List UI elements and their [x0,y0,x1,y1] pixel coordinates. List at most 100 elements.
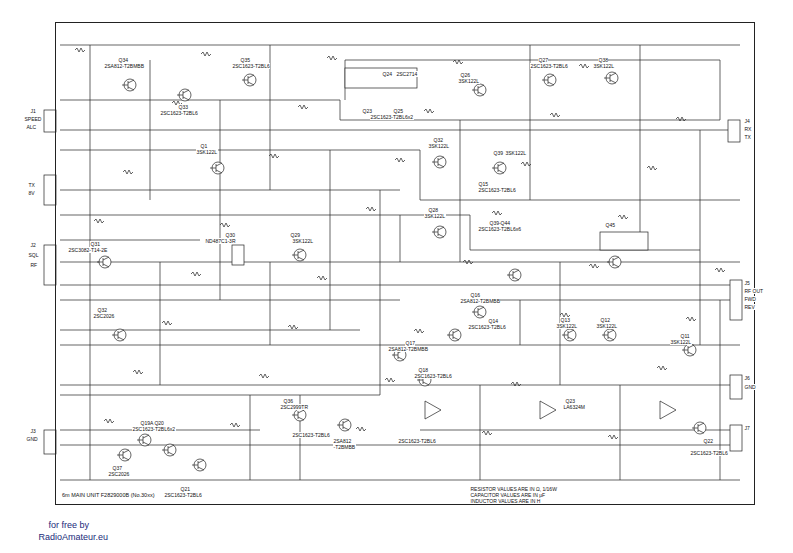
part-label: 2SC1623-T2BL6 [164,492,202,498]
resistor-symbol [133,370,143,374]
transistor-symbol [472,84,486,96]
part-label: 2SC2026 [93,313,115,319]
transistor-symbol [192,459,206,471]
resistor-symbol [676,117,686,121]
part-label: 3SK122L [505,150,527,156]
wire [60,385,740,386]
part-label: J5 [744,280,750,286]
opamp-symbol [660,401,676,419]
part-label: J2 [30,242,36,248]
part-label: 3SK122L [556,323,578,329]
wire [60,285,420,286]
part-label: 2SA812-T2BMBB [388,346,428,352]
wire [270,262,271,345]
transistor-symbol [112,329,126,341]
resistor-symbol [424,109,434,113]
part-label: 2SC1623-T2BL6 [292,432,330,438]
part-label: SQL [28,252,39,258]
resistor-symbol [618,215,628,219]
wire [250,395,251,480]
transistor-symbol [162,444,176,456]
resistor-symbol [317,276,327,280]
resistor-symbol [492,211,502,215]
resistor-symbol [162,321,172,325]
part-label: REV [744,304,755,310]
part-label: Q22 [703,438,713,444]
wire [60,300,400,301]
part-label: 3SK122L [458,78,480,84]
part-label: 2SC1623-T2BL6 [398,438,436,444]
wire [520,300,521,345]
transistor-symbol [432,156,446,168]
part-label: J1 [30,108,36,114]
part-label: ALC [26,124,37,130]
part-label: Q39 [493,150,503,156]
part-label: 2SC1623-T2BL6 [232,63,270,69]
part-label: 2SC2999TR [280,404,309,410]
part-label: ND487C1-3R [205,238,236,244]
part-label: 3SK122L [424,213,446,219]
component-box [730,280,742,320]
wire [60,330,360,331]
part-label: 3SK122L [196,149,218,155]
wire [720,60,721,120]
transistor-symbol [122,79,136,91]
resistor-symbol [123,170,133,174]
resistor-symbol [191,272,201,276]
part-label: Q24 [382,71,392,77]
part-label: 2SC2714 [396,71,418,77]
part-label: LA6324M [563,404,585,410]
part-label: 2SA812-T2BMBB [460,298,500,304]
resistor-symbol [298,105,308,109]
resistor-symbol [259,374,269,378]
component-box [730,375,742,399]
wire [640,45,641,250]
component-box [728,120,740,142]
component-box [232,245,244,265]
resistor-symbol [220,223,230,227]
part-label: 2SC1623-T2BL6x6 [478,226,522,232]
transistor-symbol [292,249,306,261]
part-label: 8V [28,190,35,196]
part-label: J3 [30,428,36,434]
watermark: RadioAmateur.eu [38,532,109,543]
transistor-symbol [692,422,706,434]
wire [380,190,381,395]
watermark: for free by [48,520,90,531]
resistor-symbol [579,64,589,68]
wire [470,215,700,250]
transistor-symbol [117,449,131,461]
resistor-symbol [356,427,366,431]
resistor-symbol [521,162,531,166]
wire [60,190,400,191]
wire [480,385,481,480]
opamp-symbol [425,401,441,419]
transistor-symbol [242,74,256,86]
transistor-symbol [607,256,621,268]
wire [90,45,91,480]
wire [60,240,200,241]
wire [500,300,740,301]
wire [400,215,401,262]
resistor-symbol [288,325,298,329]
transistor-symbol [492,162,506,174]
wire [160,262,161,385]
resistor-symbol [453,60,463,64]
wire [60,445,740,446]
transistor-symbol [210,162,224,174]
resistor-symbol [657,366,667,370]
wire [420,430,740,431]
wire [60,100,720,120]
part-label: 3SK122L [428,143,450,149]
resistor-symbol [686,317,696,321]
wire [60,150,420,151]
part-label: RF OUT [744,288,764,294]
part-label: 2SC1623-T2BL6 [160,110,198,116]
transistor-symbol [137,434,151,446]
resistor-symbol [269,154,279,158]
resistor-symbol [395,158,405,162]
part-label: GND [26,436,38,442]
part-label: RF [30,262,38,268]
transistor-symbol [292,409,306,421]
